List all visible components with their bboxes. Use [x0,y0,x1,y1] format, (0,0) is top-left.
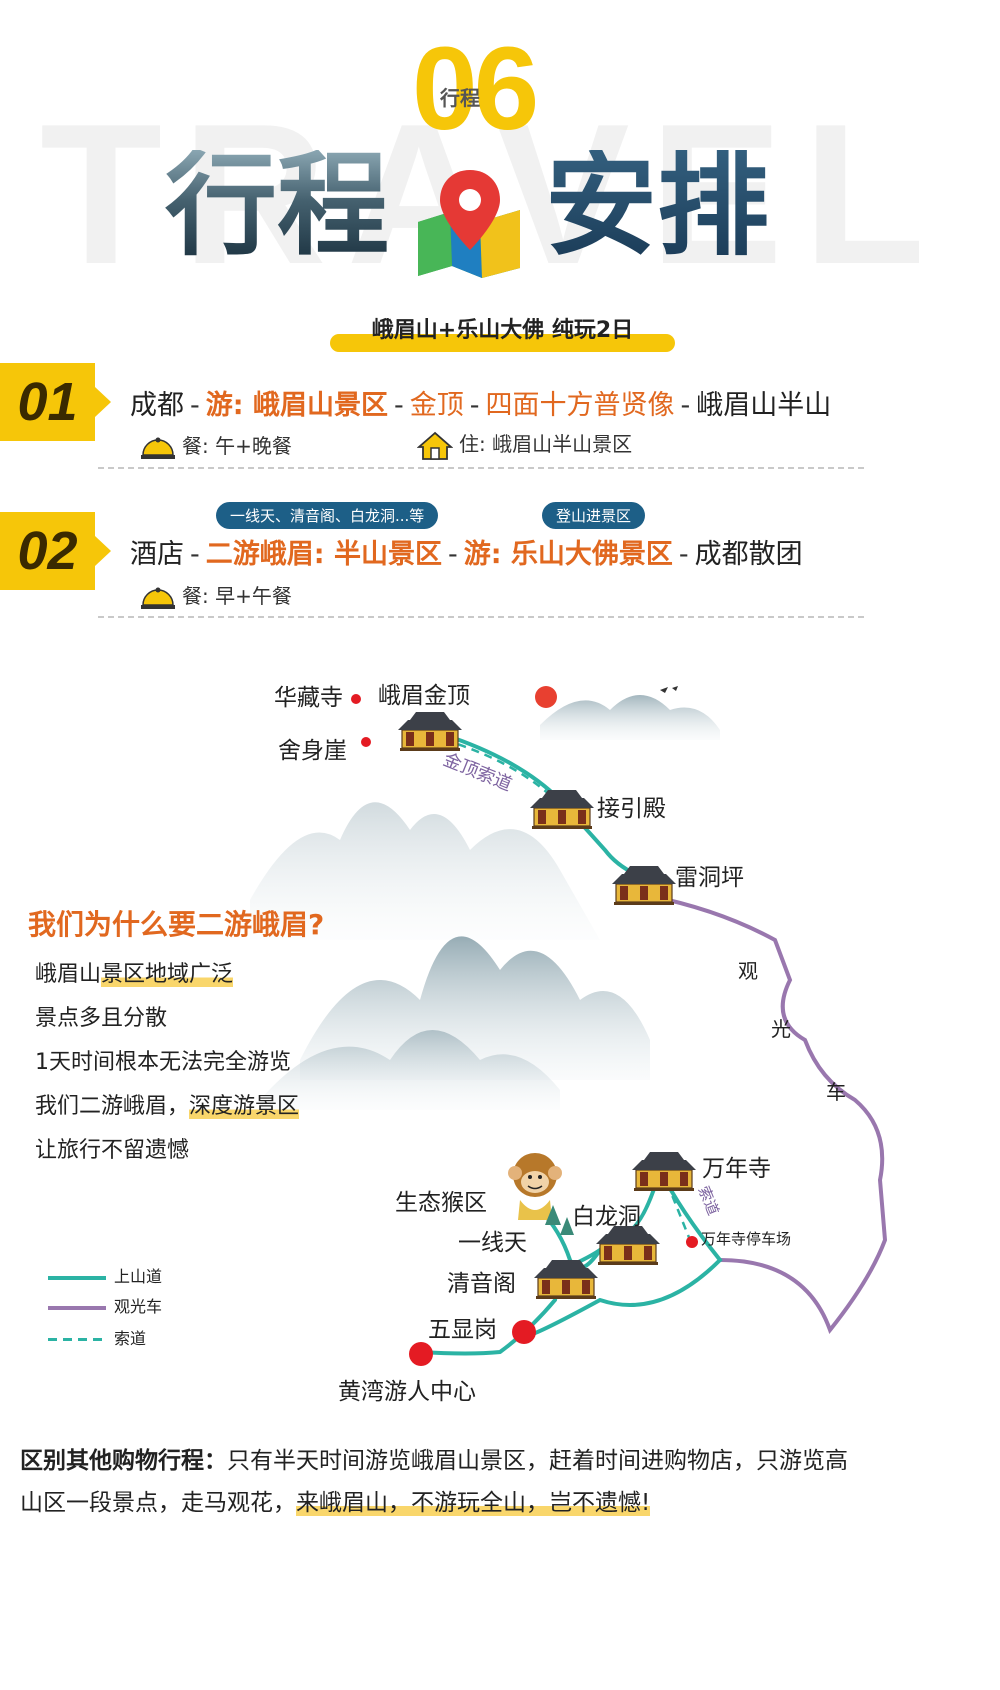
map-label-wannian: 万年寺 [702,1156,771,1182]
day-02-route: 酒店-二游峨眉: 半山景区-游: 乐山大佛景区-成都散团 [130,532,803,571]
map-label-qingyin: 清音阁 [447,1271,516,1297]
meal-cloche-icon [141,587,175,609]
map-label-bus-2: 光 [771,1017,791,1041]
poi-dot-huazang [351,694,361,704]
monkey-icon [508,1153,562,1220]
why-item-3: 1天时间根本无法完全游览 [35,1050,291,1075]
map-label-bus-3: 车 [826,1080,846,1104]
why-item-2: 景点多且分散 [35,1006,168,1031]
route-separator: - [190,390,200,421]
subtitle-banner: 峨眉山+乐山大佛 纯玩2日 [330,308,675,352]
map-label-huangwan: 黄湾游人中心 [338,1379,476,1405]
map-label-huazang: 华藏寺 [274,685,343,711]
legend-bus: 观光车 [48,1293,162,1317]
cable-car-wannian [660,1169,692,1241]
route-stop: 成都散团 [694,539,803,570]
day-01-stay: 住: 峨眉山半山景区 [417,428,632,461]
page-title-left: 行程 [165,140,389,271]
poi-dot-sheshen [361,737,371,747]
why-text-highlight: 深度游景区 [189,1094,300,1119]
day-01-route: 成都-游: 峨眉山景区-金顶-四面十方普贤像-峨眉山半山 [130,383,831,422]
why-text-highlight: 景区地域广泛 [101,962,234,987]
divider [98,616,864,618]
day-01-meal: 餐: 午+晚餐 [140,430,292,461]
subtitle-text: 峨眉山+乐山大佛 纯玩2日 [371,318,634,343]
legend-label: 观光车 [114,1297,163,1316]
route-separator: - [190,539,200,570]
map-label-jinding: 峨眉金顶 [378,683,470,709]
route-stop-highlight: 游: 峨眉山景区 [205,390,388,421]
map-label-sheshen: 舍身崖 [278,738,347,764]
route-stop-highlight: 游: 乐山大佛景区 [463,539,673,570]
route-stop: 酒店 [130,539,184,570]
why-title: 我们为什么要二游峨眉? [28,908,325,941]
day-02-meal: 餐: 早+午餐 [140,580,292,611]
route-separator: - [393,390,404,421]
route-separator: - [678,539,689,570]
bus-route-line [649,894,888,1335]
legend-swatch-bus [48,1305,106,1310]
map-label-bailong: 白龙洞 [572,1204,641,1230]
section-number: 06 [412,23,539,155]
section-tag: 行程 [440,86,480,110]
why-item-1: 峨眉山景区地域广泛 [35,956,234,988]
trail-line-lower [419,1164,723,1356]
temple-wannian [631,1151,697,1192]
meal-text: 餐: 午+晚餐 [182,434,292,458]
temple-leidong [611,865,677,906]
why-item-4: 我们二游峨眉，深度游景区 [35,1088,300,1120]
legend-label: 上山道 [114,1267,163,1286]
page-title-right: 安排 [545,140,769,271]
meal-text: 餐: 早+午餐 [182,584,292,608]
pine-tree-decor [545,1205,574,1235]
legend-label: 索道 [114,1329,147,1348]
bottom-note: 区别其他购物行程：只有半天时间游览峨眉山景区，赶着时间进购物店，只游览高山区一段… [20,1440,870,1524]
ink-mountains-decor [250,686,720,1110]
legend-swatch-cable [48,1338,106,1341]
map-label-jieyin: 接引殿 [597,796,666,822]
route-stop: 峨眉山半山 [696,390,832,421]
subtitle-highlight-bar [330,334,675,352]
route-separator: - [447,539,458,570]
why-item-5: 让旅行不留遗憾 [35,1138,190,1163]
day-02-tag-leshan: 登山进景区 [542,502,646,529]
house-icon [417,431,453,460]
map-label-yixian: 一线天 [458,1230,527,1256]
bottom-note-title: 区别其他购物行程： [20,1448,227,1474]
route-separator: - [469,390,480,421]
day-badge-02: 02 [0,512,111,590]
map-label-wuxian: 五显岗 [428,1317,497,1343]
poi-dot-huangwan [409,1342,433,1366]
meal-cloche-icon [141,437,175,459]
legend-trail: 上山道 [48,1263,162,1287]
day-badge-01: 01 [0,363,111,441]
temple-bailong [595,1225,661,1266]
route-separator: - [680,390,691,421]
map-label-parking: 万年寺停车场 [701,1230,792,1248]
route-map [250,686,888,1366]
map-label-bus-1: 观 [738,959,758,983]
temple-jieyin [529,789,595,830]
bottom-note-highlight: 来峨眉山，不游玩全山，岂不遗憾! [296,1490,651,1516]
map-pin-icon [418,170,520,278]
cable-car-jinding [444,738,551,796]
legend-cable: 索道 [48,1325,146,1349]
divider [98,467,864,469]
temple-jinding [397,711,463,752]
why-text: 峨眉山 [35,962,102,987]
route-stop-highlight: 四面十方普贤像 [485,390,675,421]
legend-swatch-trail [48,1275,106,1280]
route-stop-highlight: 二游峨眉: 半山景区 [205,539,442,570]
day-02-tag-halfmountain: 一线天、清音阁、白龙洞...等 [216,502,439,529]
poi-dot-wuxian [512,1320,536,1344]
map-label-leidong: 雷洞坪 [675,865,744,891]
why-text: 我们二游峨眉， [35,1094,190,1119]
route-stop-highlight: 金顶 [409,390,464,421]
bottom-note-text: 只有半天时间游览峨眉山景区，赶着时间进购物店，只游览高山区一段景点，走马观花， [20,1448,848,1516]
route-stop: 成都 [130,390,184,421]
poi-dot-parking [686,1236,698,1248]
map-label-monkey: 生态猴区 [395,1190,487,1216]
stay-text: 住: 峨眉山半山景区 [459,432,633,456]
